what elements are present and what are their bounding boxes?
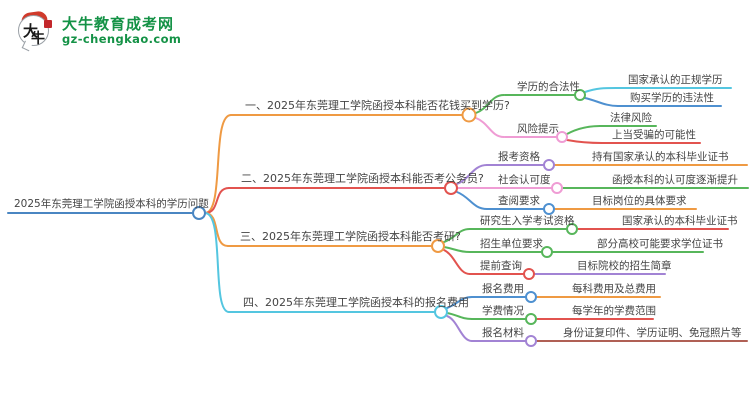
node-circles	[192, 89, 586, 347]
branch-connectors	[204, 114, 232, 313]
branch2-sub2-label: 社会认可度	[498, 174, 551, 186]
risk-node-circle	[556, 131, 568, 143]
logo-text-block: 大牛教育成考网 gz-chengkao.com	[62, 12, 181, 46]
branch3-sub1-leaf1-label: 国家承认的本科毕业证书	[622, 215, 738, 227]
materials-node-circle	[525, 335, 537, 347]
branch4-sub1-leaf1-label: 每科费用及总费用	[572, 283, 656, 295]
branch4-sub1-label: 报名费用	[482, 283, 524, 295]
branch4-hub-circle	[434, 305, 448, 319]
root-hub-circle	[192, 206, 206, 220]
branch1-label: 一、2025年东莞理工学院函授本科能否花钱买到学历?	[245, 99, 510, 112]
branch2-sub1-leaf1-label: 持有国家承认的本科毕业证书	[592, 151, 729, 163]
branch3-sub2-label: 招生单位要求	[480, 238, 543, 250]
requirement-node-circle	[543, 203, 555, 215]
site-logo: 大 牛 大牛教育成考网 gz-chengkao.com	[18, 10, 181, 52]
logo-site-url: gz-chengkao.com	[62, 32, 182, 46]
branch1-hub-circle	[461, 107, 477, 123]
admission-unit-node-circle	[541, 246, 553, 258]
branch4-sub2-leaf1-label: 每学年的学费范围	[572, 305, 656, 317]
qualification-node-circle	[543, 159, 555, 171]
branch3-hub-circle	[431, 239, 445, 253]
branch1-lines	[230, 87, 732, 144]
branch2-sub3-label: 查阅要求	[498, 195, 540, 207]
branch1-sub1-leaf1-label: 国家承认的正规学历	[628, 74, 723, 86]
cow-logo-icon: 大 牛	[18, 10, 54, 52]
branch1-sub2-leaf1-label: 法律风险	[610, 112, 652, 124]
logo-char-niu: 牛	[31, 31, 45, 47]
root-node-label: 2025年东莞理工学院函授本科的学历问题	[14, 198, 209, 210]
logo-red-seal	[44, 20, 52, 28]
branch1-sub2-label: 风险提示	[517, 123, 559, 135]
branch2-label: 二、2025年东莞理工学院函授本科能否考公务员?	[241, 172, 484, 185]
branch4-lines	[228, 296, 748, 342]
branch1-sub2-leaf2-label: 上当受骗的可能性	[612, 129, 696, 141]
logo-bubble	[18, 15, 49, 46]
branch4-sub3-label: 报名材料	[482, 327, 524, 339]
branch4-label: 四、2025年东莞理工学院函授本科的报名费用	[243, 296, 469, 309]
branch3-sub1-label: 研究生入学考试资格	[480, 215, 575, 227]
logo-site-name: 大牛教育成考网	[62, 15, 175, 33]
branch3-label: 三、2025年东莞理工学院函授本科能否考研?	[240, 230, 461, 243]
branch3-sub3-label: 提前查询	[480, 260, 522, 272]
logo-char-da: 大	[23, 22, 39, 40]
branch4-sub3-leaf1-label: 身份证复印件、学历证明、免冠照片等	[563, 327, 742, 339]
branch2-hub-circle	[444, 181, 458, 195]
branch1-sub1-label: 学历的合法性	[517, 81, 580, 93]
branch2-sub3-leaf1-label: 目标岗位的具体要求	[592, 195, 687, 207]
tuition-node-circle	[525, 313, 537, 325]
reg-fee-node-circle	[525, 291, 537, 303]
legality-node-circle	[574, 89, 586, 101]
branch2-sub2-leaf1-label: 函授本科的认可度逐渐提升	[612, 174, 738, 186]
branch1-sub1-leaf2-label: 购买学历的违法性	[630, 92, 714, 104]
branch2-lines	[228, 164, 749, 210]
branch3-sub3-leaf1-label: 目标院校的招生简章	[577, 260, 672, 272]
exam-eligibility-node-circle	[566, 223, 578, 235]
early-check-node-circle	[523, 268, 535, 280]
branch2-sub1-label: 报考资格	[498, 151, 540, 163]
recognition-node-circle	[551, 182, 563, 194]
branch4-sub2-label: 学费情况	[482, 305, 524, 317]
branch3-sub2-leaf1-label: 部分高校可能要求学位证书	[597, 238, 723, 250]
branch3-lines	[227, 228, 729, 275]
